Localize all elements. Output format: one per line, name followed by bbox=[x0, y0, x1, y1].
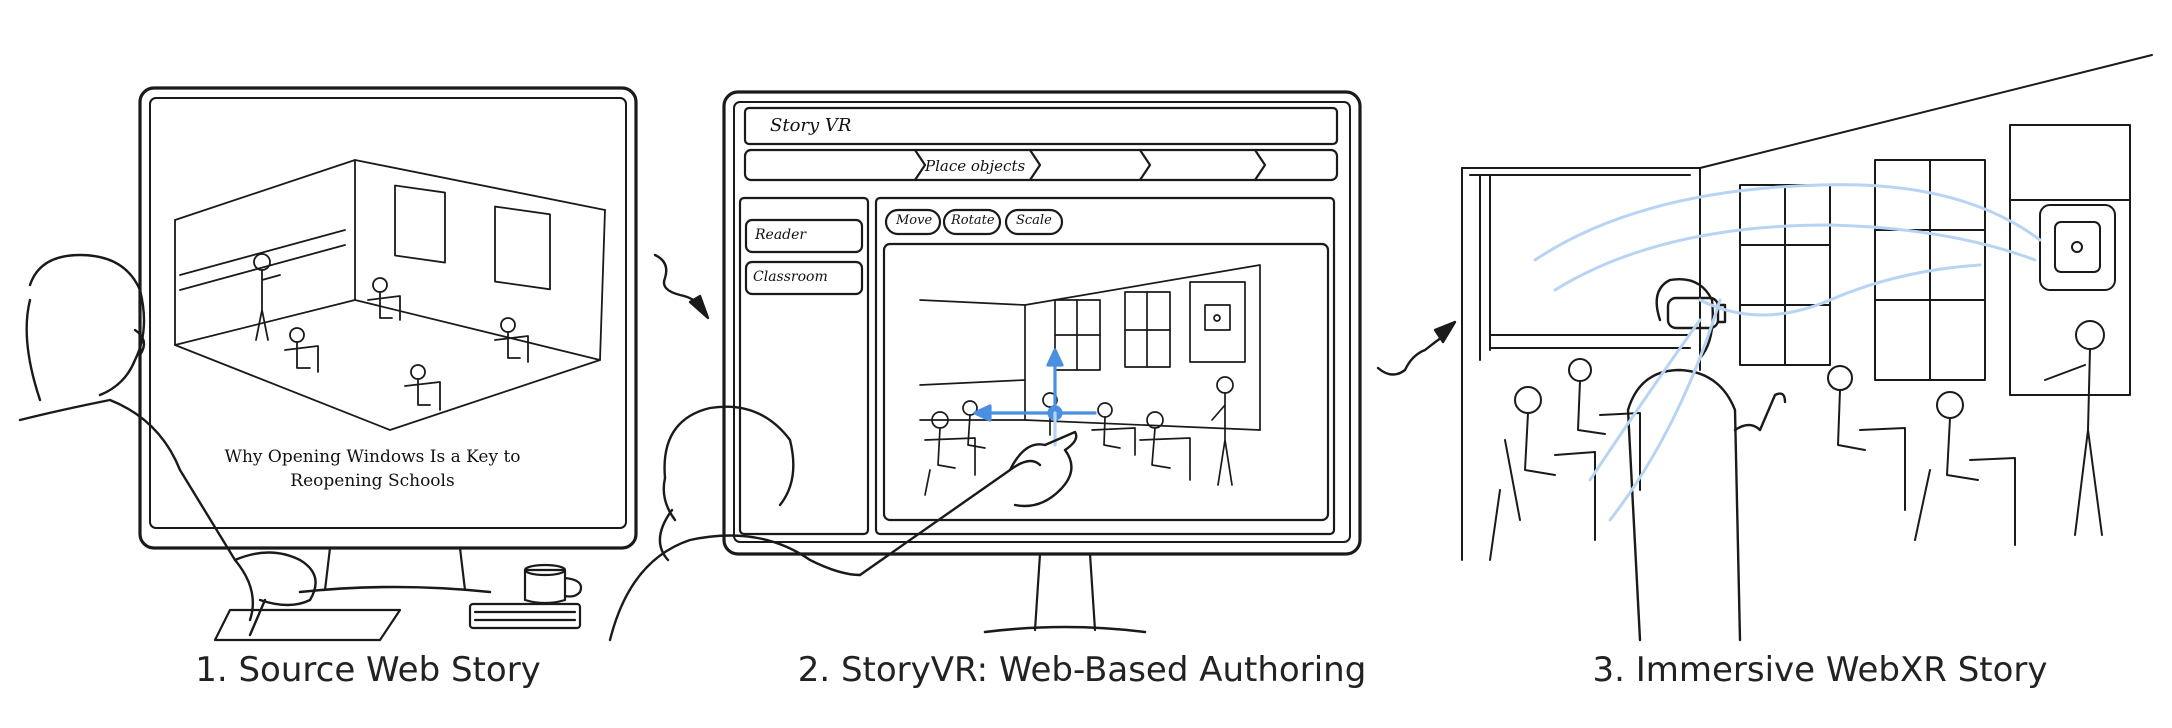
classroom-scene-3d bbox=[919, 264, 1261, 496]
monitor-2-neck bbox=[1033, 552, 1097, 632]
person-reading-web-story bbox=[18, 253, 317, 637]
sidebar-item-reader[interactable] bbox=[744, 218, 864, 254]
monitor-2-bezel bbox=[722, 90, 1362, 556]
monitor-1-neck bbox=[323, 546, 467, 592]
monitor-2-base bbox=[983, 625, 1147, 634]
tool-label-move: Move bbox=[896, 213, 933, 228]
panel-immersive-webxr bbox=[1461, 54, 2153, 642]
step-1-caption: 1. Source Web Story bbox=[195, 650, 541, 690]
sidebar-label-reader: Reader bbox=[755, 227, 807, 243]
monitor-1-screen bbox=[149, 97, 627, 529]
tool-rotate-button[interactable] bbox=[942, 208, 1002, 236]
monitor-1-base bbox=[298, 585, 492, 594]
vr-classroom bbox=[1461, 54, 2153, 561]
breadcrumb-step-place-objects[interactable]: Place objects bbox=[925, 157, 1026, 175]
tool-label-scale: Scale bbox=[1016, 213, 1052, 228]
person-authoring bbox=[608, 405, 1078, 642]
app-title: Story VR bbox=[770, 115, 852, 136]
app-title-bar bbox=[743, 106, 1339, 146]
breadcrumb-chevrons bbox=[913, 148, 1267, 182]
xr-motion-trails bbox=[1533, 183, 2042, 522]
sidebar-item-classroom[interactable] bbox=[744, 260, 864, 296]
tool-move-button[interactable] bbox=[884, 208, 942, 236]
app-main-area bbox=[874, 196, 1336, 536]
monitor-2-screen bbox=[733, 101, 1351, 543]
tool-label-rotate: Rotate bbox=[951, 213, 995, 228]
sidebar-label-classroom: Classroom bbox=[753, 269, 828, 285]
article-headline: Why Opening Windows Is a Key to Reopenin… bbox=[224, 447, 521, 491]
panel-source-web-story bbox=[18, 86, 638, 642]
step-3-caption: 3. Immersive WebXR Story bbox=[1592, 650, 2048, 690]
desk-items-1 bbox=[213, 563, 583, 642]
classroom-drawing-1 bbox=[174, 159, 606, 431]
arrow-step1-to-step2 bbox=[653, 253, 710, 320]
monitor-1-bezel bbox=[138, 86, 638, 550]
tool-scale-button[interactable] bbox=[1004, 208, 1064, 236]
scene-viewport[interactable] bbox=[882, 242, 1330, 522]
app-sidebar bbox=[738, 196, 870, 536]
arrow-step2-to-step3 bbox=[1376, 320, 1457, 376]
breadcrumb-bar bbox=[743, 148, 1339, 182]
step-2-caption: 2. StoryVR: Web-Based Authoring bbox=[797, 650, 1367, 690]
panel-storyvr-authoring bbox=[608, 90, 1362, 642]
